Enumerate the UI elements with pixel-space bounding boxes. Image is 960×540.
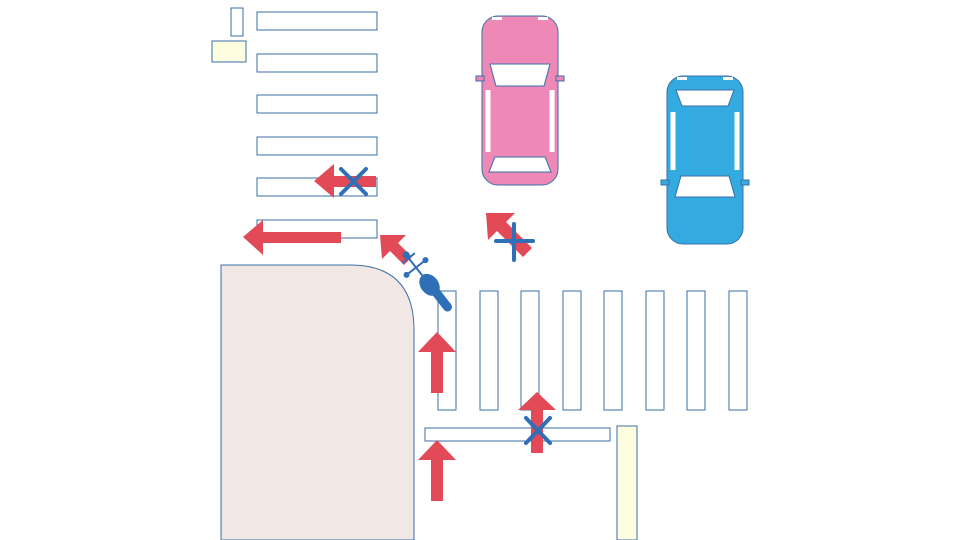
car-taillight xyxy=(723,77,733,80)
car-body xyxy=(481,15,559,186)
stop-line-west xyxy=(211,40,247,63)
pink-car xyxy=(475,15,565,186)
sidewalk-corner xyxy=(220,264,415,540)
direction-arrows xyxy=(243,164,556,501)
curb-top xyxy=(230,7,244,37)
crosswalk-stripe xyxy=(520,290,540,411)
center-line xyxy=(616,425,638,540)
crosswalk-stripe xyxy=(603,290,623,411)
crosswalk-stripe xyxy=(256,94,378,114)
car-mirror-left xyxy=(475,75,485,82)
prohibited-marks xyxy=(339,167,552,445)
stop-line-south xyxy=(424,427,611,442)
car-rear-window xyxy=(488,156,552,173)
car-windshield xyxy=(489,63,551,87)
arrow-icon xyxy=(418,440,456,501)
crosswalk-stripe xyxy=(562,290,582,411)
car-mirror-left xyxy=(660,179,670,186)
car-mirror-right xyxy=(555,75,565,82)
car-taillight xyxy=(677,77,687,80)
car-headlight xyxy=(538,17,548,20)
car-mirror-right xyxy=(740,179,750,186)
cyclist xyxy=(401,251,452,312)
bicycle-icon xyxy=(401,251,452,312)
x-mark-icon xyxy=(494,222,535,262)
crosswalk-south xyxy=(437,290,748,411)
car-rear-window xyxy=(675,89,735,107)
crosswalk-stripe xyxy=(256,53,378,73)
car-body xyxy=(666,75,744,245)
crosswalk-stripe xyxy=(479,290,499,411)
x-mark-icon xyxy=(339,167,368,196)
arrow-icon xyxy=(243,220,341,255)
crosswalk-stripe xyxy=(256,136,378,156)
blue-car xyxy=(660,75,750,245)
car-headlight xyxy=(492,17,502,20)
arrow-icon xyxy=(380,235,412,265)
x-mark-icon xyxy=(524,416,552,445)
arrow-icon xyxy=(314,164,376,198)
arrow-icon xyxy=(518,392,556,453)
arrow-icon xyxy=(418,332,456,393)
crosswalk-stripe xyxy=(645,290,665,411)
crosswalk-stripe xyxy=(686,290,706,411)
crosswalk-west xyxy=(256,11,378,239)
crosswalk-stripe xyxy=(728,290,748,411)
crosswalk-stripe xyxy=(256,11,378,31)
arrow-icon xyxy=(486,213,532,257)
car-windshield xyxy=(674,175,736,198)
